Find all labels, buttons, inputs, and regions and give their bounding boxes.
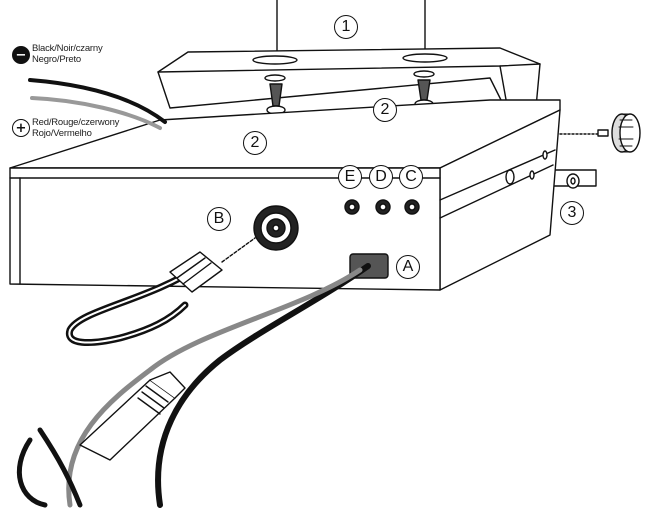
callout-bolt-right: 2: [373, 98, 397, 122]
lead-black: [28, 78, 167, 124]
power-cable-grey: [66, 267, 363, 508]
negative-wire-line1: Black/Noir/czarny: [32, 43, 103, 54]
negative-wire-label: Black/Noir/czarny Negro/Preto: [32, 43, 103, 65]
lead-grey: [30, 96, 162, 130]
negative-wire-line2: Negro/Preto: [32, 54, 82, 65]
callout-bolt-left: 2: [243, 131, 267, 155]
callout-jack-e: E: [338, 165, 362, 189]
positive-wire-line1: Red/Rouge/czerwony: [32, 117, 120, 128]
positive-wire-label: Red/Rouge/czerwony Rojo/Vermelho: [32, 117, 119, 139]
callout-power-socket: A: [396, 255, 420, 279]
minus-icon: −: [12, 46, 30, 64]
jack-c: [404, 199, 420, 215]
power-cable-black: [155, 263, 371, 508]
jack-d: [375, 199, 391, 215]
mounting-knob: [597, 113, 641, 153]
callout-bracket: 1: [334, 15, 358, 39]
callout-jack-d: D: [369, 165, 393, 189]
antenna-socket: [253, 205, 299, 251]
callout-antenna-socket: B: [207, 207, 231, 231]
fuse-holder: [79, 371, 186, 461]
callout-jack-c: C: [399, 165, 423, 189]
jack-e: [344, 199, 360, 215]
callout-washer-knob: 3: [560, 201, 584, 225]
antenna-cable: [65, 237, 256, 346]
plus-icon: +: [12, 119, 30, 137]
positive-wire-line2: Rojo/Vermelho: [32, 128, 92, 139]
